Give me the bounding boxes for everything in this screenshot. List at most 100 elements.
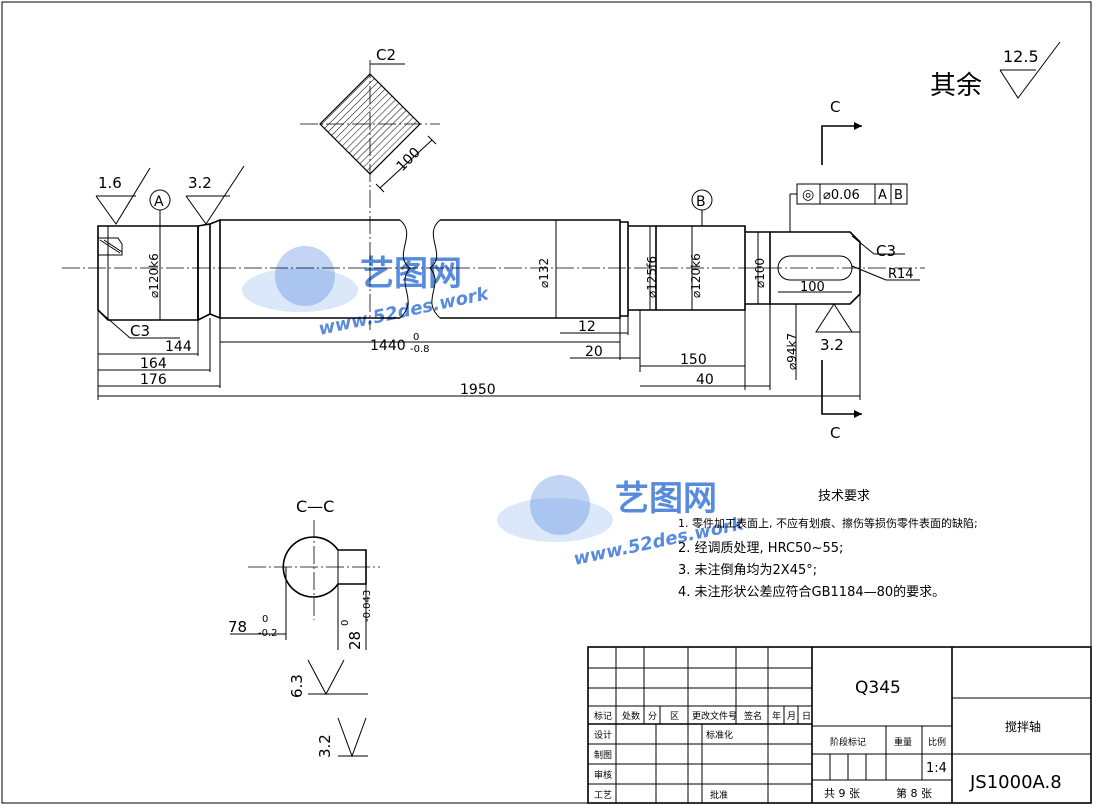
shaft-right-end	[770, 231, 861, 305]
roughness-3-2-left: 3.2	[188, 174, 212, 192]
section-view-title: C—C	[296, 497, 334, 516]
tb-material: Q345	[855, 678, 901, 698]
dim-1440-tol-upper: 0	[413, 332, 419, 343]
rev-header-mark: 标记	[594, 710, 612, 722]
datum-a: A	[149, 189, 171, 226]
dim-keyway-100: 100	[800, 280, 825, 295]
break-line-right	[429, 219, 441, 319]
roughness-1-6: 1.6	[98, 174, 122, 192]
watermark-brand: 艺图网	[615, 479, 717, 519]
dim-1440: 1440	[370, 338, 406, 354]
tb-drawing: 制图	[594, 749, 612, 761]
dim-1440-tol-lower: -0.8	[410, 344, 430, 355]
roughness-left-end: 1.6	[95, 167, 151, 225]
diameter-labels: ⌀120k6 ⌀132 ⌀125f6 ⌀120k6 ⌀100 ⌀94k7	[147, 226, 799, 380]
break-line-left	[399, 219, 411, 319]
dim-144: 144	[165, 339, 192, 355]
geometric-tolerance-frame: ◎ ⌀0.06 A B	[789, 183, 908, 232]
dim-28: 28	[346, 631, 364, 650]
dia-100: ⌀100	[753, 258, 767, 288]
dim-164: 164	[140, 356, 167, 372]
rev-header-zone: 区	[670, 711, 679, 722]
tb-part-name: 搅拌轴	[1005, 719, 1041, 734]
dim-12: 12	[578, 319, 596, 335]
dim-28-tol-upper: 0	[340, 620, 351, 626]
tb-scale: 1:4	[926, 761, 947, 776]
tb-scale-label: 比例	[928, 736, 946, 748]
tolerance-value: ⌀0.06	[823, 188, 860, 203]
roughness-right-key: 3.2	[815, 303, 860, 354]
tb-review: 审核	[594, 769, 612, 781]
radius-r14: R14	[888, 267, 914, 282]
tech-req-item-3: 3. 未注倒角均为2X45°;	[678, 563, 817, 578]
datum-b: B	[691, 189, 713, 226]
roughness-rest: 其余 12.5	[930, 41, 1061, 101]
section-marker-bottom: C	[821, 360, 862, 442]
roughness-6-3-section: 6.3	[288, 674, 306, 698]
dia-94k7: ⌀94k7	[785, 333, 799, 370]
rev-header-day: 日	[802, 711, 811, 722]
dim-square-100: 100	[394, 145, 424, 175]
dia-120k6-left: ⌀120k6	[147, 253, 161, 298]
tb-drawing-no: JS1000A.8	[969, 772, 1062, 793]
chamfer-c3-left: C3	[130, 322, 150, 340]
rev-header-month: 月	[787, 711, 796, 722]
tolerance-datum-b: B	[894, 188, 903, 203]
dim-78-tol-upper: 0	[262, 614, 268, 625]
watermark-top: 艺图网 www.52des.work	[242, 246, 491, 340]
rev-header-sign: 签名	[744, 710, 762, 722]
tech-req-item-2: 2. 经调质处理, HRC50~55;	[678, 541, 843, 556]
square-section: C2 100	[300, 46, 440, 330]
dim-1950: 1950	[460, 382, 496, 398]
section-marker-top: C	[821, 98, 862, 165]
dia-120k6-right: ⌀120k6	[689, 253, 703, 298]
tech-req-item-4: 4. 未注形状公差应符合GB1184—80的要求。	[678, 584, 945, 600]
tech-req-title: 技术要求	[818, 489, 870, 504]
keyway	[777, 255, 853, 281]
roughness-3-2-section: 3.2	[316, 734, 334, 758]
datum-b-label: B	[696, 194, 706, 210]
watermark-brand: 艺图网	[360, 254, 462, 294]
section-label-bottom: C	[830, 424, 840, 442]
tb-weight-label: 重量	[894, 736, 912, 748]
tb-sheet-no: 第 8 张	[896, 786, 932, 800]
shaft-main-view	[62, 218, 925, 339]
chamfer-c3-right: C3	[876, 242, 896, 260]
dia-132: ⌀132	[537, 258, 551, 288]
dim-28-tol-lower: -0.043	[362, 590, 373, 622]
technical-requirements: 技术要求 1. 零件加工表面上, 不应有划痕、擦伤等损伤零件表面的缺陷; 2. …	[678, 489, 978, 600]
dia-125f6: ⌀125f6	[645, 256, 659, 298]
title-block: 标记 处数 分 区 更改文件号 签名 年 月 日 设计 标准化 制图 审核 工艺…	[587, 646, 1092, 804]
dim-176: 176	[140, 372, 167, 388]
rev-header-doc: 更改文件号	[692, 710, 737, 722]
roughness-3-2-right: 3.2	[820, 336, 844, 354]
dim-20: 20	[585, 344, 603, 360]
rev-header-div: 分	[648, 711, 657, 722]
tb-stage-label: 阶段标记	[830, 736, 866, 748]
length-dimensions: 144 164 176 1440 0 -0.8 12 20 150 40 195…	[97, 294, 861, 400]
center-hole	[98, 237, 123, 256]
tolerance-datum-a: A	[878, 188, 887, 203]
dim-40: 40	[696, 372, 714, 388]
roughness-left-shoulder: 3.2	[185, 165, 245, 225]
chamfer-c2: C2	[376, 46, 396, 64]
tb-standard: 标准化	[706, 729, 733, 741]
rev-header-count: 处数	[622, 710, 640, 722]
tb-design: 设计	[594, 729, 612, 741]
rev-header-year: 年	[772, 710, 781, 722]
datum-a-label: A	[154, 194, 164, 210]
tb-process: 工艺	[594, 790, 612, 801]
dim-150: 150	[680, 352, 707, 368]
section-view-cc: C—C 78 0 -0.2 28 0 -0.043 6.3 3.2	[228, 497, 380, 758]
dim-78-tol-lower: -0.2	[258, 628, 278, 639]
roughness-rest-value: 12.5	[1003, 47, 1039, 66]
roughness-rest-label: 其余	[930, 71, 982, 101]
tb-approve: 批准	[710, 789, 728, 801]
dim-78: 78	[228, 618, 247, 636]
tb-total-sheets: 共 9 张	[824, 787, 860, 800]
concentricity-symbol: ◎	[802, 187, 814, 203]
tech-req-item-1: 1. 零件加工表面上, 不应有划痕、擦伤等损伤零件表面的缺陷;	[678, 516, 978, 530]
section-label-top: C	[830, 98, 840, 116]
